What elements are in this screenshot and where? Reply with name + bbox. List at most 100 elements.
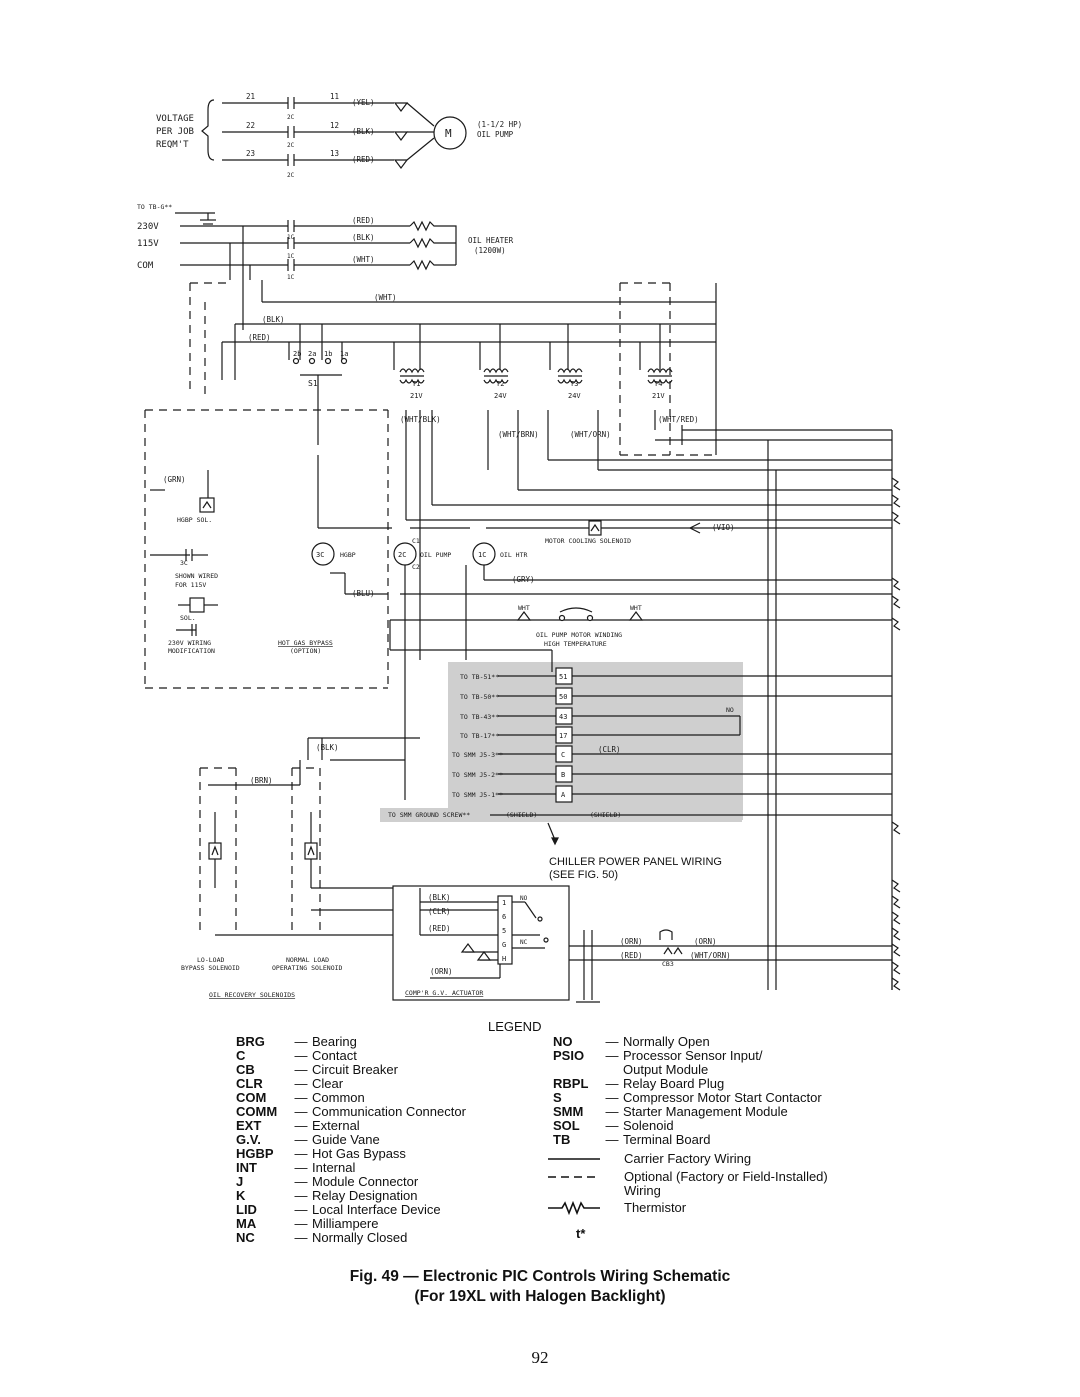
coil-2c: 2C — [398, 551, 406, 559]
oil-pump-power-section — [201, 97, 467, 169]
tb-ref-17: TO TB-17** — [460, 732, 499, 740]
contact-1c-a: 1C — [287, 234, 295, 241]
legend-item: PSIO—Processor Sensor Input/ — [553, 1048, 763, 1063]
wht-orn-label: (WHT/ORN) — [570, 430, 611, 439]
contact-1c-b: 1C — [287, 253, 295, 260]
actuator-section — [392, 821, 901, 1003]
coil-oil-htr: OIL HTR — [500, 551, 527, 559]
oil-recovery-label: OIL RECOVERY SOLENOIDS — [209, 991, 295, 999]
lo-load-1: LO-LOAD — [197, 956, 224, 964]
wire-13-top: 13 — [330, 149, 339, 158]
smm-ref-2: TO SMM J5-2** — [452, 771, 503, 779]
wire-12-top: 12 — [330, 121, 339, 130]
orn-label-c: (ORN) — [430, 967, 453, 976]
blk-label-b: (BLK) — [352, 233, 375, 242]
no-tag-panel: NO — [726, 706, 734, 714]
oil-recovery-section — [208, 760, 420, 936]
shown-wired-1: SHOWN WIRED — [175, 572, 218, 580]
legend-item: CB—Circuit Breaker — [236, 1062, 398, 1077]
oil-pump-winding-2: HIGH TEMPERATURE — [544, 640, 607, 648]
supply-section — [175, 212, 457, 330]
grn-label: (GRN) — [163, 475, 186, 484]
panel-ref-line-2: (SEE FIG. 50) — [549, 869, 619, 881]
transformer-t1-name: T1 — [412, 380, 420, 388]
coil-3c: 3C — [316, 551, 324, 559]
orn-label-a: (ORN) — [620, 937, 643, 946]
transformer-t2-name: T2 — [496, 380, 504, 388]
oil-heater-2: (1200W) — [474, 246, 506, 255]
clr-label-a: (CLR) — [598, 745, 621, 754]
shown-wired-2: FOR 115V — [175, 581, 206, 589]
tb-ref-43: TO TB-43** — [460, 713, 499, 721]
red-label-d: (RED) — [620, 951, 643, 960]
legend-right-column: NO—Normally Open PSIO—Processor Sensor I… — [553, 1035, 822, 1147]
coil-section — [311, 455, 892, 660]
legend-item: SOL—Solenoid — [553, 1118, 674, 1133]
legend-item: MA—Milliampere — [236, 1216, 379, 1231]
term-17: 17 — [559, 732, 567, 740]
brn-label-panel: (BRN) — [250, 776, 273, 785]
switch-term-2b: 2b — [293, 350, 301, 358]
vio-label: (VIO) — [712, 523, 735, 532]
wht-blk-label: (WHT/BLK) — [400, 415, 441, 424]
wht-label-c: (WHT) — [374, 293, 397, 302]
tb-ref-51: TO TB-51** — [460, 673, 499, 681]
thermistor-symbol: t* — [576, 1226, 586, 1241]
smm-ref-1: TO SMM J5-1** — [452, 791, 503, 799]
wiring-mod-2: MODIFICATION — [168, 647, 215, 655]
term-43: 43 — [559, 713, 567, 721]
voltage-label-1: VOLTAGE — [156, 114, 194, 124]
supply-com: COM — [137, 261, 154, 271]
wire-22-top: 22 — [246, 121, 255, 130]
cb3-label: CB3 — [662, 960, 674, 968]
contact-1c-c: 1C — [287, 274, 295, 281]
switch-term-1a: 1a — [340, 350, 348, 358]
tb-ref-50: TO TB-50** — [460, 693, 499, 701]
coil-1c: 1C — [478, 551, 486, 559]
legend-item: NO—Normally Open — [553, 1034, 710, 1049]
actuator-pin-h: H — [502, 955, 506, 963]
normal-load-2: OPERATING SOLENOID — [272, 964, 343, 972]
oil-heater-1: OIL HEATER — [468, 236, 514, 245]
wht-orn-label-b: (WHT/ORN) — [690, 951, 731, 960]
gry-label: (GRY) — [512, 575, 535, 584]
no-tag-actuator: NO — [520, 895, 528, 902]
legend-item: BRG—Bearing — [236, 1034, 357, 1049]
legend-item: S—Compressor Motor Start Contactor — [553, 1090, 822, 1105]
legend-left-column: BRG—Bearing C—Contact CB—Circuit Breaker… — [236, 1035, 466, 1245]
transformer-t4-volt: 21V — [652, 392, 665, 400]
switch-s1: S1 — [308, 379, 318, 388]
page-number: 92 — [531, 1348, 549, 1367]
transformer-t3-volt: 24V — [568, 392, 581, 400]
term-c: C — [561, 751, 565, 759]
contact-2c-b: 2C — [287, 142, 295, 149]
term-b: B — [561, 771, 565, 779]
red-label-b: (RED) — [352, 216, 375, 225]
blk-label-a: (BLK) — [352, 127, 375, 136]
oil-pump-motor-icon — [433, 116, 467, 150]
wht-tag-a: WHT — [518, 604, 530, 612]
legend-item: RBPL—Relay Board Plug — [553, 1076, 725, 1091]
actuator-pin-6: 6 — [502, 913, 506, 921]
hgbp-sol-label: HGBP SOL. — [177, 516, 212, 524]
legend-item: C—Contact — [236, 1048, 357, 1063]
thermistor-icon — [548, 1201, 600, 1215]
panel-wiring-reference: CHILLER POWER PANEL WIRING (SEE FIG. 50) — [549, 856, 722, 882]
legend-item: TB—Terminal Board — [553, 1132, 711, 1147]
supply-115v: 115V — [137, 239, 159, 249]
legend-item: K—Relay Designation — [236, 1188, 418, 1203]
motor-letter: M — [445, 127, 452, 140]
wiring-schematic: VOLTAGE PER JOB REQM'T 21 11 22 12 23 13… — [137, 92, 901, 1003]
term-a: A — [561, 791, 566, 799]
transformer-t4-name: T4 — [654, 380, 662, 388]
wht-tag-b: WHT — [630, 604, 642, 612]
wire-23-top: 23 — [246, 149, 255, 158]
contact-2c-a: 2C — [287, 114, 295, 121]
actuator-pin-1: 1 — [502, 899, 506, 907]
legend-item: Output Module — [623, 1062, 709, 1077]
wire-11-top: 11 — [330, 92, 339, 101]
hgbp-wiring-detail — [150, 470, 218, 636]
figure-caption-line-2: (For 19XL with Halogen Backlight) — [414, 1288, 666, 1305]
switch-term-2a: 2a — [308, 350, 316, 358]
legend-item: G.V.—Guide Vane — [236, 1132, 380, 1147]
